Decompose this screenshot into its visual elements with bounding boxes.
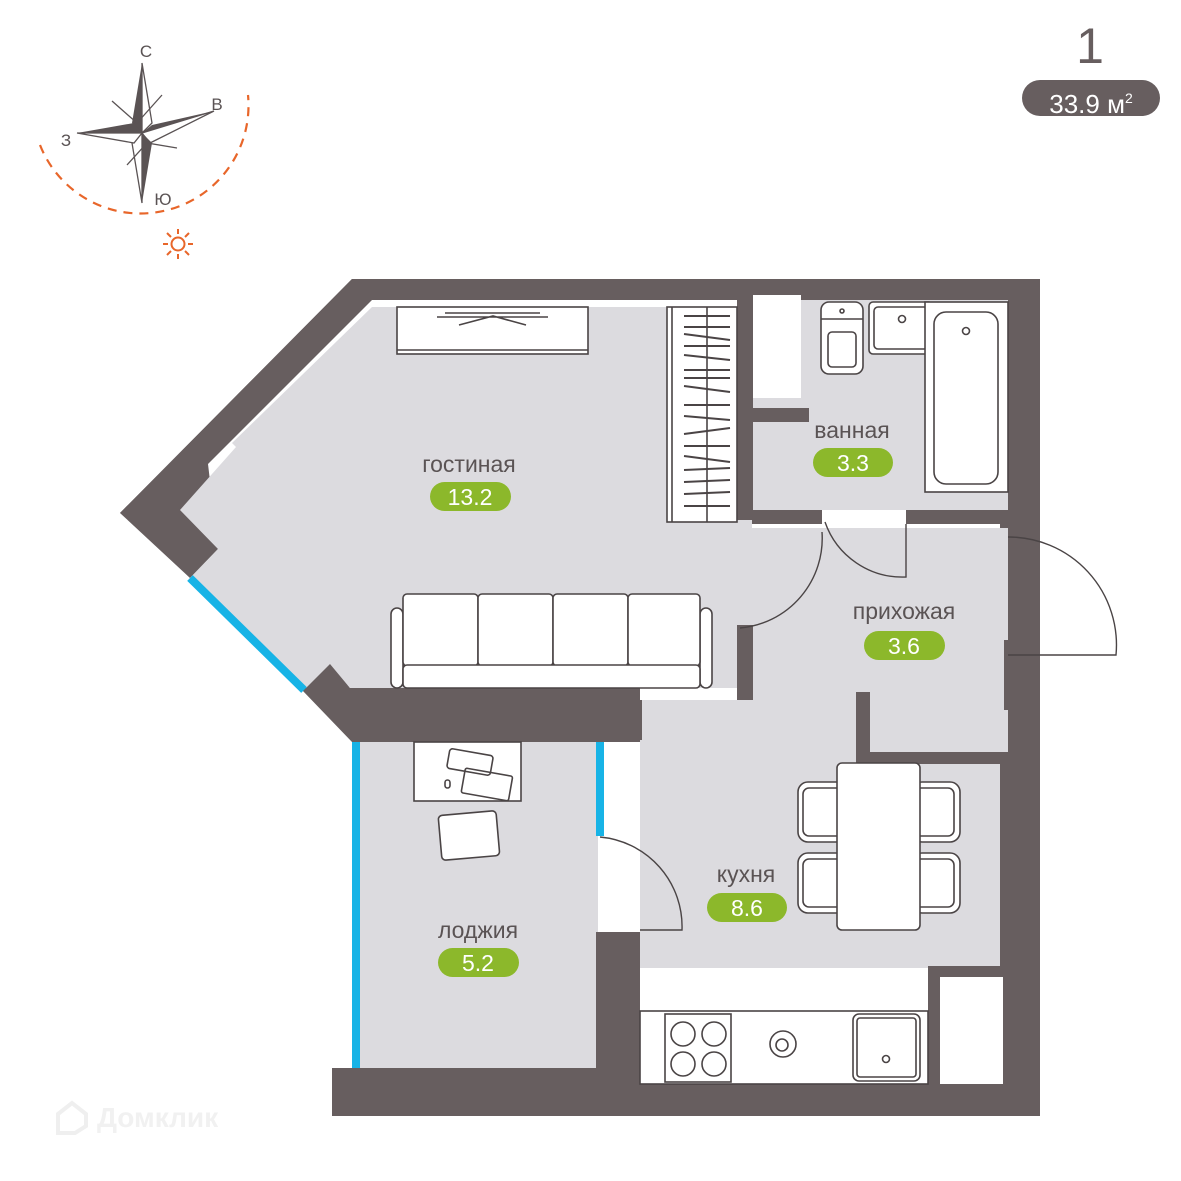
total-area-unit: 2 — [1124, 90, 1133, 106]
living-area-value: 13.2 — [448, 484, 493, 510]
bathroom-fixtures — [820, 301, 1009, 493]
utility-cabinet — [753, 295, 801, 398]
sun-path-arc — [38, 94, 250, 215]
hall-area-value: 3.6 — [888, 633, 920, 659]
compass-east-label: В — [211, 95, 222, 114]
total-area-badge: 33.9 м2 — [1022, 80, 1160, 119]
kitchen-area-badge — [707, 893, 787, 922]
loggia-floor — [358, 742, 598, 1068]
bath-area-value: 3.3 — [837, 450, 869, 476]
sun-icon — [163, 229, 193, 259]
watermark: Домклик — [55, 1100, 218, 1136]
walls — [120, 279, 1040, 1116]
entry-door-swing — [1007, 536, 1118, 656]
kitchen-counter — [639, 977, 1003, 1085]
loggia-label: лоджия — [438, 917, 518, 943]
wardrobe — [666, 306, 738, 523]
bathtub — [924, 301, 1009, 493]
windows — [187, 575, 604, 1068]
compass-south-label: Ю — [154, 190, 171, 209]
compass-west-label: З — [61, 131, 71, 150]
hall-area-badge — [864, 631, 945, 660]
compass: С В Ю З — [38, 42, 250, 259]
internal-walls — [596, 290, 1040, 1086]
doors — [599, 521, 1118, 931]
toilet — [820, 301, 864, 375]
bath-area-badge — [813, 448, 893, 477]
loggia-area-badge — [438, 948, 519, 977]
living-area-badge — [430, 482, 511, 511]
kitchen-area-value: 8.6 — [731, 895, 763, 921]
dining-set — [797, 762, 961, 931]
living-room-label: гостиная — [422, 451, 516, 477]
bath-door-swing — [824, 521, 907, 578]
compass-rose-icon — [76, 62, 215, 204]
bath-sink — [868, 301, 934, 355]
bath-label: ванная — [814, 417, 889, 443]
tv-stand — [396, 306, 589, 355]
loggia-area-value: 5.2 — [462, 950, 494, 976]
living-door-swing — [739, 531, 823, 629]
desk-set — [413, 741, 522, 861]
total-area-value: 33.9 м — [1049, 89, 1125, 119]
hall-label: прихожая — [853, 598, 956, 624]
compass-north-label: С — [140, 42, 152, 61]
kitchen-label: кухня — [717, 861, 775, 887]
domclick-logo-icon — [56, 1100, 88, 1135]
hall-closet — [870, 692, 1000, 752]
loggia-door-swing — [599, 836, 683, 931]
dining-table — [836, 762, 921, 931]
room-labels: гостиная 13.2 ванная 3.3 прихожая 3.6 ку… — [422, 417, 955, 977]
sofa — [390, 593, 713, 689]
rooms-count: 1 — [1076, 18, 1104, 74]
living-window — [187, 575, 307, 693]
watermark-text: Домклик — [97, 1102, 219, 1133]
